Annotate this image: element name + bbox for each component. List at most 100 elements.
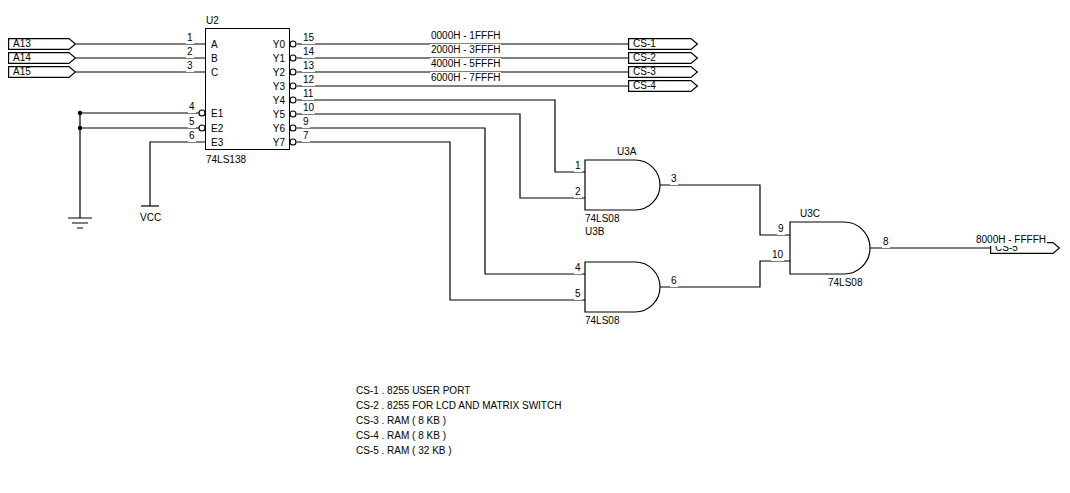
inverter-bubble xyxy=(290,69,296,75)
address-range: 0000H - 1FFFH xyxy=(430,30,501,42)
ground-symbol xyxy=(68,218,92,228)
pin-name: U3C xyxy=(800,208,820,220)
inverter-bubble xyxy=(290,83,296,89)
pin-number: 11 xyxy=(302,88,314,100)
pin-number: 8 xyxy=(882,236,890,248)
address-range: 4000H - 5FFFH xyxy=(430,58,501,70)
pin-name: Y6 xyxy=(273,123,285,135)
and-gate: U3B74LS08 xyxy=(585,262,660,312)
pin-number: 1 xyxy=(186,32,194,44)
note-line: CS-1 . 8255 USER PORT xyxy=(355,385,471,397)
signal-name: CS-1 xyxy=(628,38,656,50)
pin-number: 3 xyxy=(670,173,678,185)
pin-number: 9 xyxy=(777,223,785,235)
pin-name: E1 xyxy=(211,108,223,120)
note-line: CS-3 . RAM ( 8 KB ) xyxy=(355,415,447,427)
signal-connector: CS-2 xyxy=(628,52,698,64)
decoder-chip: U2ABCE1E2E3Y0Y1Y2Y3Y4Y5Y6Y774LS138 xyxy=(205,28,290,150)
pin-number: 1 xyxy=(574,160,582,172)
inverter-bubble xyxy=(290,41,296,47)
pin-number: 2 xyxy=(186,46,194,58)
pin-number: 9 xyxy=(302,116,310,128)
pin-name: U3B xyxy=(585,226,604,238)
note-line: CS-4 . RAM ( 8 KB ) xyxy=(355,430,447,442)
junction-dot xyxy=(78,111,82,115)
and-gate-outline xyxy=(585,160,660,210)
signal-name: CS-4 xyxy=(628,80,656,92)
wire xyxy=(297,142,585,300)
pin-number: 3 xyxy=(186,60,194,72)
pin-name: Y1 xyxy=(273,53,285,65)
wire xyxy=(297,100,585,172)
signal-connector: CS-1 xyxy=(628,38,698,50)
inverter-bubble xyxy=(290,111,296,117)
inverter-bubble xyxy=(290,139,296,145)
pin-name: C xyxy=(211,67,218,79)
and-gate: U3A74LS08 xyxy=(585,160,660,210)
and-gate: U3C74LS08 xyxy=(790,222,870,274)
signal-connector: A14 xyxy=(8,52,76,64)
pin-number: 5 xyxy=(574,288,582,300)
signal-connector: CS-3 xyxy=(628,66,698,78)
signal-name: A14 xyxy=(8,52,31,64)
address-range: 8000H - FFFFH xyxy=(975,234,1047,246)
wire xyxy=(660,185,790,235)
wire xyxy=(297,128,585,274)
pin-name: 74LS138 xyxy=(206,154,246,166)
inverter-bubble xyxy=(290,97,296,103)
pin-name: U3A xyxy=(617,146,636,158)
signal-connector: A13 xyxy=(8,38,76,50)
wire xyxy=(297,114,585,198)
pin-number: 12 xyxy=(302,74,315,86)
inverter-bubble xyxy=(290,55,296,61)
pin-name: E3 xyxy=(211,137,223,149)
pin-name: Y3 xyxy=(273,81,285,93)
address-range: 6000H - 7FFFH xyxy=(430,72,501,84)
pin-number: 10 xyxy=(771,249,784,261)
pin-name: A xyxy=(211,39,218,51)
note-line: CS-2 . 8255 FOR LCD AND MATRIX SWITCH xyxy=(355,400,562,412)
signal-name: CS-3 xyxy=(628,66,656,78)
pin-number: 13 xyxy=(302,60,315,72)
signal-connector: CS-4 xyxy=(628,80,698,92)
pin-name: 74LS08 xyxy=(828,277,862,289)
pin-number: 4 xyxy=(574,262,582,274)
pin-number: 7 xyxy=(302,130,310,142)
vcc-symbol xyxy=(141,205,159,206)
supply-name: VCC xyxy=(139,212,162,224)
pin-name: 74LS08 xyxy=(585,315,619,327)
signal-name: A13 xyxy=(8,38,31,50)
pin-name: Y0 xyxy=(273,39,285,51)
junction-dot xyxy=(78,126,82,130)
ground-wire xyxy=(80,113,199,218)
and-gate-outline xyxy=(585,262,660,312)
vcc-wire xyxy=(150,142,205,206)
pin-name: Y2 xyxy=(273,67,285,79)
pin-number: 6 xyxy=(670,275,678,287)
wire xyxy=(660,261,790,287)
pin-number: 6 xyxy=(188,130,196,142)
pin-name: Y5 xyxy=(273,109,285,121)
inverter-bubble xyxy=(290,125,296,131)
and-gate-outline xyxy=(790,222,870,274)
signal-name: CS-2 xyxy=(628,52,656,64)
pin-number: 15 xyxy=(302,32,315,44)
pin-number: 5 xyxy=(188,116,196,128)
wire xyxy=(297,85,628,86)
pin-number: 4 xyxy=(188,101,196,113)
pin-number: 2 xyxy=(574,186,582,198)
pin-name: 74LS08 xyxy=(585,213,619,225)
note-line: CS-5 . RAM ( 32 KB ) xyxy=(355,445,453,457)
signal-name: A15 xyxy=(8,66,31,78)
signal-connector: A15 xyxy=(8,66,76,78)
pin-name: E2 xyxy=(211,123,223,135)
pin-name: Y4 xyxy=(273,95,285,107)
pin-number: 14 xyxy=(302,46,315,58)
pin-name: B xyxy=(211,53,218,65)
pin-name: U2 xyxy=(206,15,219,27)
pin-number: 10 xyxy=(302,102,315,114)
address-range: 2000H - 3FFFH xyxy=(430,44,501,56)
